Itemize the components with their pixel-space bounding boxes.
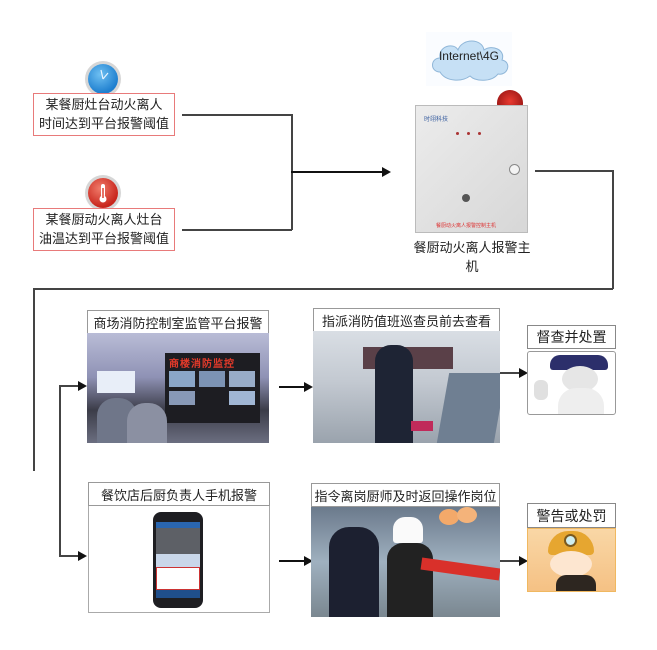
chef-hat [393,517,423,543]
trigger-line2: 油温达到平台报警阈值 [38,231,169,247]
cartoon-body [556,575,596,591]
step-title-text: 指令离岗厨师及时返回操作岗位 [314,489,497,505]
balloon [457,507,477,523]
result-title-text: 警告或处罚 [536,508,607,525]
connector [59,555,79,557]
phone-footer [156,590,200,598]
arrow-icon [304,382,313,392]
connector [33,288,613,290]
trigger-line2: 时间达到平台报警阈值 [38,116,169,132]
monitor-screen [169,371,195,387]
clock-icon [88,64,118,94]
control-panel [436,373,500,443]
face-icon [550,551,592,577]
connector [535,170,613,172]
balloon [439,509,459,525]
video-wall [165,353,260,423]
police-figure-image [527,351,616,415]
step-recall-chef-title: 指令离岗厨师及时返回操作岗位 [311,483,500,507]
chef-recall-photo [311,507,500,617]
screen-banner-text: 商楼消防监控 [169,359,235,370]
phone-screen-video [156,528,200,554]
thermometer-icon [88,178,118,208]
phone-alarm-image [88,506,270,613]
led-icon [467,132,470,135]
phone-screen-icons [156,554,200,567]
step-title-text: 商场消防控制室监管平台报警 [93,316,263,332]
connector [612,170,614,289]
helmet-lamp-icon [564,534,577,547]
status-leds [456,132,486,138]
phone-screen-header [156,522,200,528]
arrow-icon [382,167,391,177]
arrow-icon [304,556,313,566]
arrow-icon [519,368,528,378]
monitor-screen [229,371,255,387]
phone-alert-panel [156,567,200,590]
folder [411,421,433,431]
connector [182,114,292,116]
device-brand: 时翊科技 [424,116,449,123]
connector [279,386,305,388]
trigger-line1: 某餐厨动火离人灶台 [45,212,163,228]
cloud-label: Internet\4G [438,49,500,63]
trigger-oil-temperature: 某餐厨动火离人灶台 油温达到平台报警阈值 [33,208,175,251]
arrow-icon [78,551,87,561]
step-title-text: 餐饮店后厨负责人手机报警 [100,488,257,504]
smartphone-icon [153,512,203,608]
control-room-photo: 商楼消防监控 [87,333,269,443]
step-title-text: 指派消防值班巡查员前去查看 [321,314,491,330]
monitor-screen [199,371,225,387]
trigger-line1: 某餐厨灶台动火离人 [45,97,163,113]
led-icon [456,132,459,135]
device-panel-label: 餐厨动火离人报警控制主机 [436,223,497,229]
head-icon [562,366,598,392]
hand-icon [534,380,548,400]
arrow-icon [519,556,528,566]
chef-figure [387,543,433,617]
monitor-screen [229,391,255,405]
warning-cartoon-image [527,528,616,592]
manager-figure [329,527,379,617]
host-caption: 餐厨动火离人报警主机 [413,241,531,275]
cloud-icon: Internet\4G [426,32,512,86]
body-icon [558,388,604,414]
result-warning-title: 警告或处罚 [527,503,616,528]
alarm-light-icon [497,90,523,106]
patrol-officer-photo [313,331,500,443]
officer-figure [375,345,413,443]
result-title-text: 督查并处置 [536,330,607,346]
connector [279,560,305,562]
step-dispatch-title: 指派消防值班巡查员前去查看 [313,308,500,332]
connector [500,560,520,562]
led-icon [478,132,481,135]
connector [59,385,79,387]
police-cap-icon [550,355,608,370]
monitor-screen [169,391,195,405]
trigger-time-threshold: 某餐厨灶台动火离人 时间达到平台报警阈值 [33,93,175,136]
clock-hands-icon [100,69,109,80]
connector [182,229,292,231]
key-lock-icon [509,164,520,175]
connector [291,171,383,173]
result-inspect-title: 督查并处置 [527,325,616,349]
connector [33,288,35,471]
operator-figure [127,403,167,443]
logo-icon [462,194,470,202]
connector [59,385,61,555]
step-phone-alarm-title: 餐饮店后厨负责人手机报警 [88,482,270,506]
connector [500,372,520,374]
window [97,371,135,393]
step-platform-alarm-title: 商场消防控制室监管平台报警 [87,310,269,334]
alarm-host-device: 时翊科技 餐厨动火离人报警控制主机 [415,105,528,233]
arrow-icon [78,381,87,391]
thermometer-glyph-icon [99,184,107,203]
cloud-shape-icon [432,40,509,81]
